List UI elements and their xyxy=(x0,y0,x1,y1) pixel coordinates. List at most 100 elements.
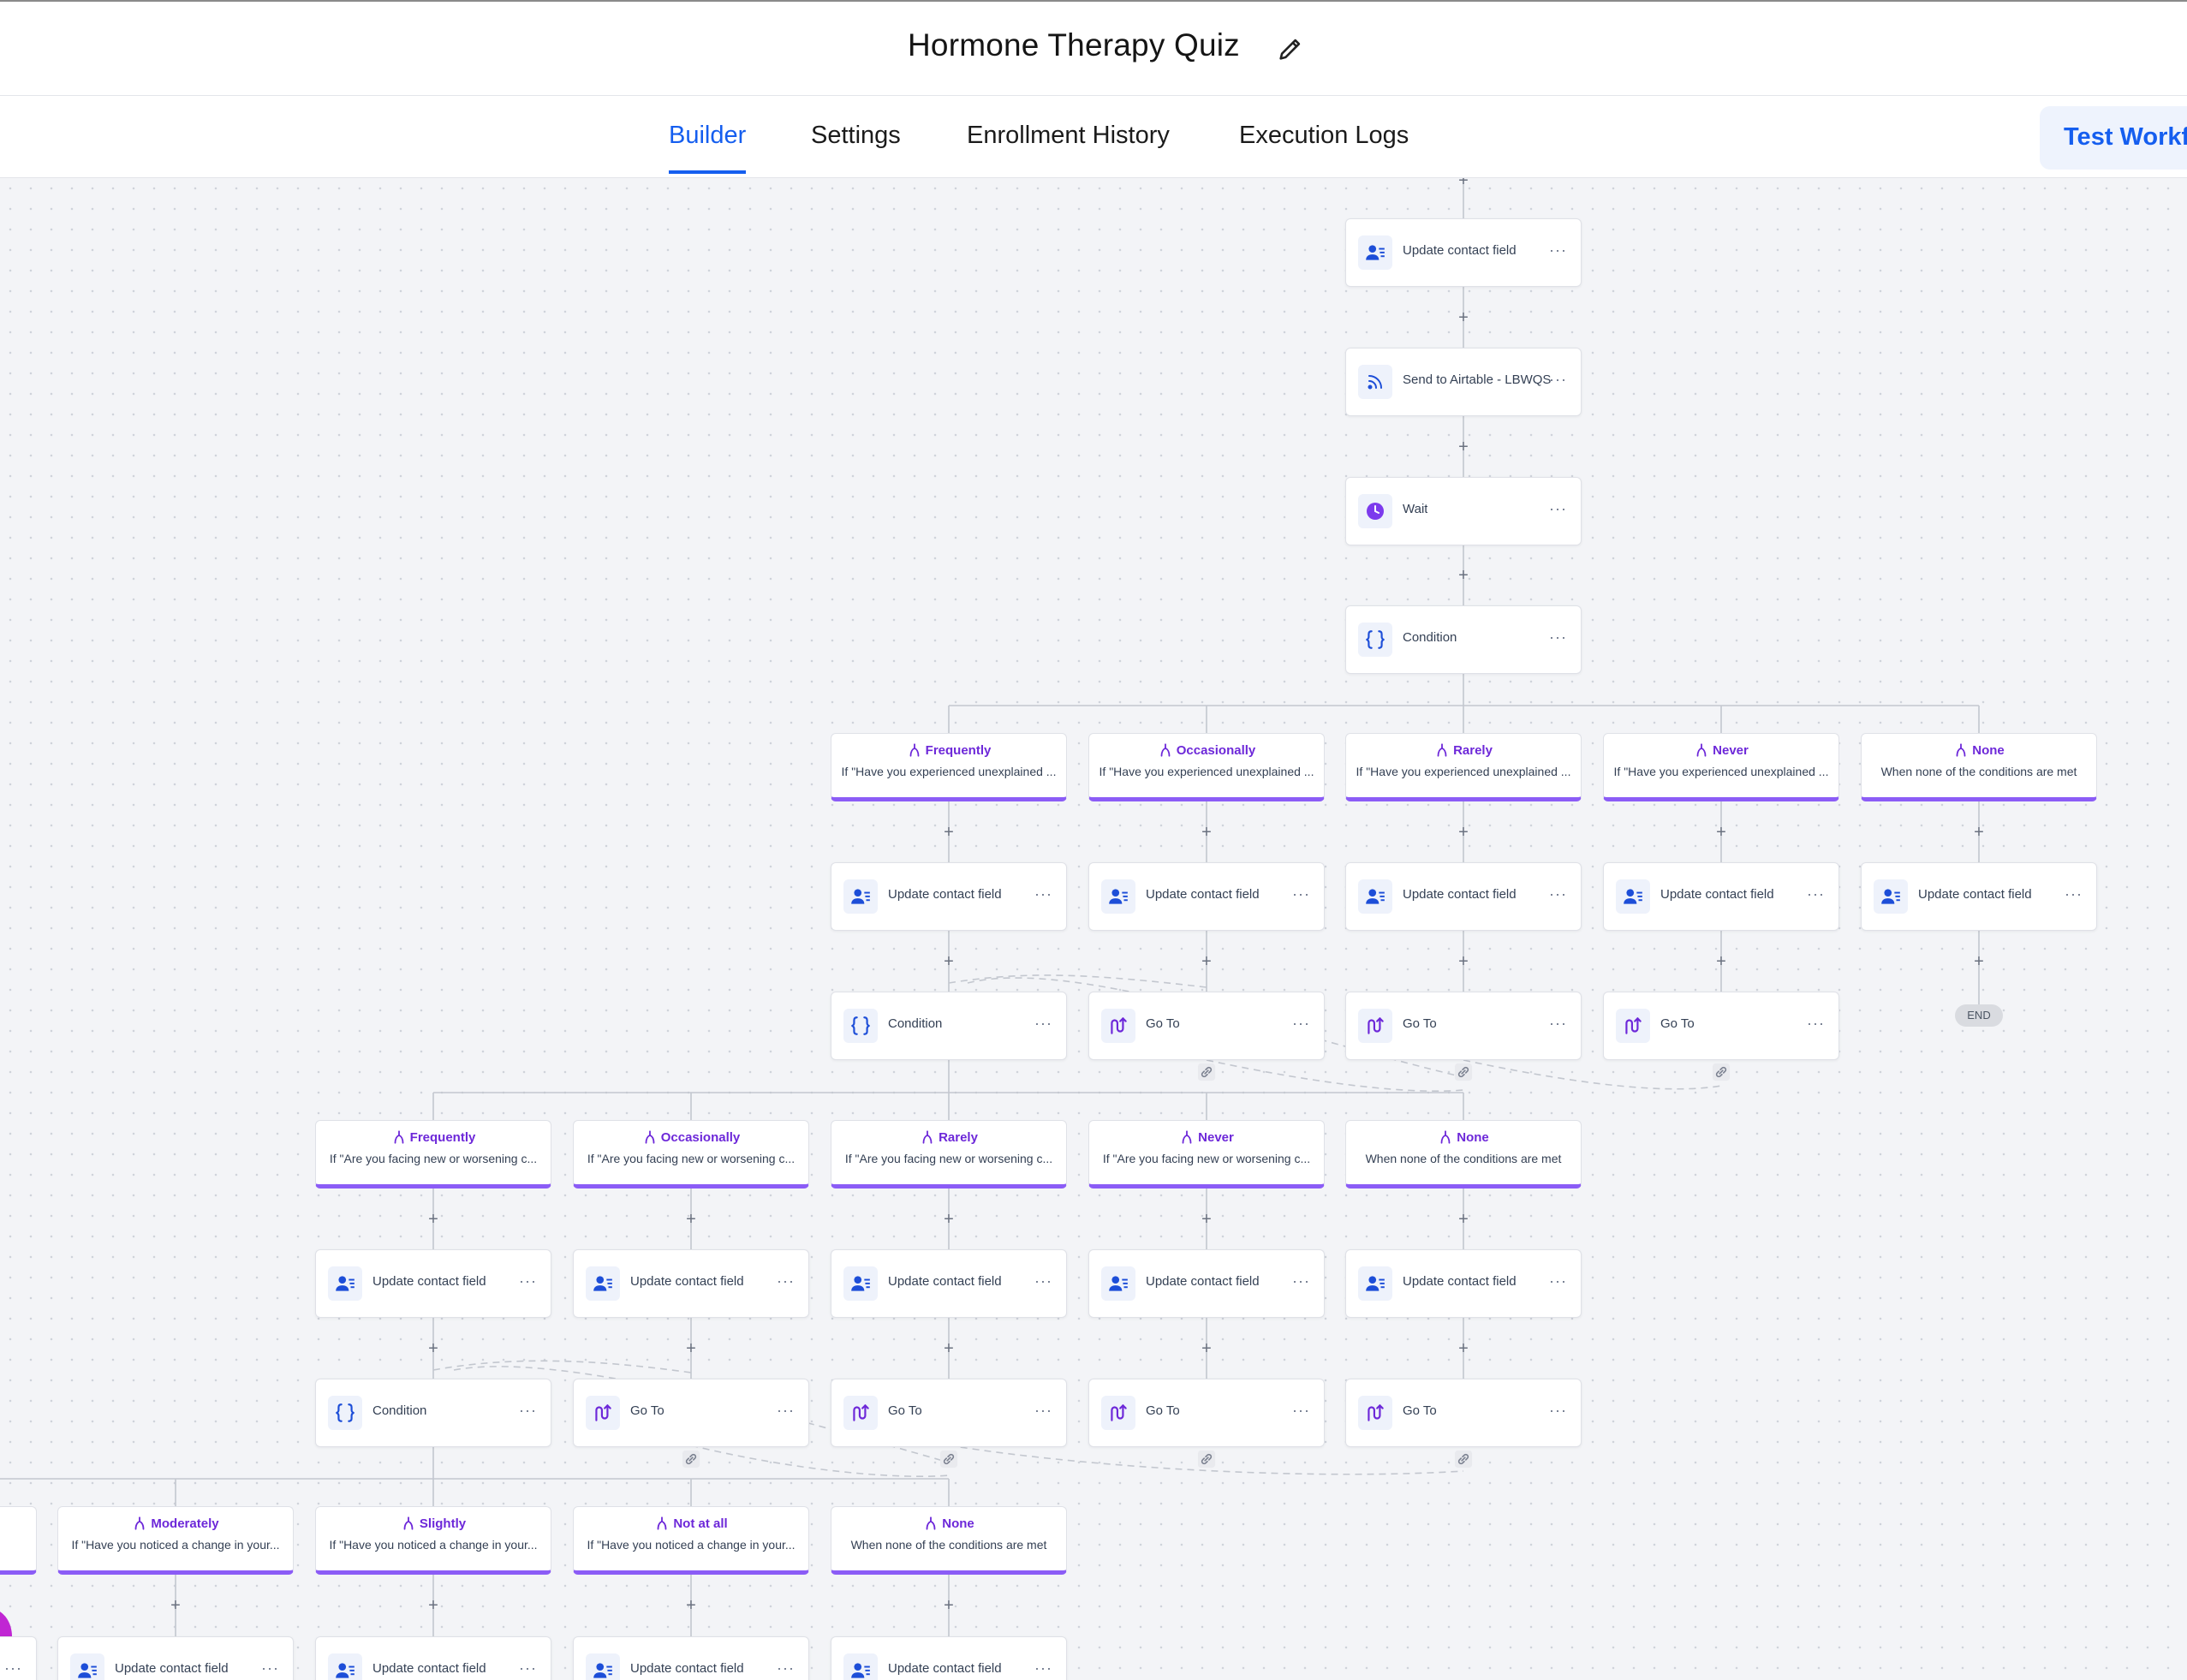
more-options-icon[interactable]: ··· xyxy=(1549,500,1567,517)
add-step-button[interactable]: + xyxy=(1201,1209,1212,1229)
unlink-icon[interactable] xyxy=(1454,1063,1473,1081)
add-step-button[interactable]: + xyxy=(428,1596,438,1615)
add-step-button[interactable]: + xyxy=(1201,1338,1212,1358)
tab-settings[interactable]: Settings xyxy=(811,122,901,149)
condition-node[interactable]: Condition··· xyxy=(831,992,1067,1060)
more-options-icon[interactable]: ··· xyxy=(777,1272,795,1290)
add-step-button[interactable]: + xyxy=(944,1596,954,1615)
branch-card[interactable]: our... xyxy=(0,1506,37,1575)
more-options-icon[interactable]: ··· xyxy=(1549,885,1567,903)
edit-title-button[interactable] xyxy=(1276,34,1307,65)
add-step-button[interactable]: + xyxy=(1201,822,1212,842)
add-step-button[interactable]: + xyxy=(944,951,954,971)
action-node[interactable]: Update contact field··· xyxy=(57,1636,294,1680)
tab-execution-logs[interactable]: Execution Logs xyxy=(1239,122,1409,149)
action-node[interactable]: Update contact field··· xyxy=(573,1636,809,1680)
condition-node[interactable]: Condition··· xyxy=(315,1379,551,1447)
add-step-button[interactable]: + xyxy=(1458,1209,1469,1229)
unlink-icon[interactable] xyxy=(939,1450,958,1469)
more-options-icon[interactable]: ··· xyxy=(1807,1015,1825,1032)
action-node[interactable]: Update contact field··· xyxy=(831,1249,1067,1318)
more-options-icon[interactable]: ··· xyxy=(1292,885,1310,903)
test-workflow-button[interactable]: Test Workf xyxy=(2040,106,2187,170)
action-node[interactable]: Send to Airtable - LBWQS··· xyxy=(1345,348,1582,416)
unlink-icon[interactable] xyxy=(682,1450,700,1469)
add-step-button[interactable]: + xyxy=(1716,822,1726,842)
action-node[interactable]: Update contact field··· xyxy=(1345,862,1582,931)
more-options-icon[interactable]: ··· xyxy=(519,1402,537,1419)
goto-node[interactable]: Go To··· xyxy=(1345,992,1582,1060)
add-step-button[interactable]: + xyxy=(1716,951,1726,971)
more-options-icon[interactable]: ··· xyxy=(1034,885,1052,903)
more-options-icon[interactable]: ··· xyxy=(4,1659,22,1677)
more-options-icon[interactable]: ··· xyxy=(519,1659,537,1677)
more-options-icon[interactable]: ··· xyxy=(777,1659,795,1677)
unlink-icon[interactable] xyxy=(1712,1063,1731,1081)
action-node[interactable]: Update contact field··· xyxy=(1345,218,1582,287)
goto-node[interactable]: Go To··· xyxy=(573,1379,809,1447)
add-step-button[interactable]: + xyxy=(1458,566,1469,585)
action-node[interactable]: Update contact field··· xyxy=(1345,1249,1582,1318)
add-step-button[interactable]: + xyxy=(686,1596,696,1615)
more-options-icon[interactable]: ··· xyxy=(1034,1272,1052,1290)
action-node[interactable]: ...··· xyxy=(0,1636,37,1680)
add-step-button[interactable]: + xyxy=(1458,1338,1469,1358)
action-node[interactable]: Update contact field··· xyxy=(1088,1249,1325,1318)
add-step-button[interactable]: + xyxy=(428,1338,438,1358)
more-options-icon[interactable]: ··· xyxy=(519,1272,537,1290)
more-options-icon[interactable]: ··· xyxy=(1034,1015,1052,1032)
more-options-icon[interactable]: ··· xyxy=(1549,371,1567,388)
more-options-icon[interactable]: ··· xyxy=(1292,1015,1310,1032)
tab-builder[interactable]: Builder xyxy=(669,122,747,174)
goto-node[interactable]: Go To··· xyxy=(1603,992,1839,1060)
condition-node[interactable]: Condition··· xyxy=(1345,605,1582,674)
goto-node[interactable]: Go To··· xyxy=(1345,1379,1582,1447)
goto-node[interactable]: Go To··· xyxy=(1088,992,1325,1060)
more-options-icon[interactable]: ··· xyxy=(1292,1272,1310,1290)
action-node[interactable]: Update contact field··· xyxy=(831,862,1067,931)
action-node[interactable]: Update contact field··· xyxy=(573,1249,809,1318)
add-step-button[interactable]: + xyxy=(1974,951,1984,971)
goto-node[interactable]: Go To··· xyxy=(831,1379,1067,1447)
tab-enrollment-history[interactable]: Enrollment History xyxy=(967,122,1170,149)
add-step-button[interactable]: + xyxy=(686,1338,696,1358)
action-node[interactable]: Update contact field··· xyxy=(315,1636,551,1680)
unlink-icon[interactable] xyxy=(1197,1063,1216,1081)
more-options-icon[interactable]: ··· xyxy=(1549,629,1567,646)
more-options-icon[interactable]: ··· xyxy=(1034,1659,1052,1677)
action-node[interactable]: Update contact field··· xyxy=(831,1636,1067,1680)
more-options-icon[interactable]: ··· xyxy=(777,1402,795,1419)
goto-node[interactable]: Go To··· xyxy=(1088,1379,1325,1447)
wait-node[interactable]: Wait··· xyxy=(1345,477,1582,545)
add-step-button[interactable]: + xyxy=(1458,951,1469,971)
more-options-icon[interactable]: ··· xyxy=(1549,1272,1567,1290)
action-node[interactable]: Update contact field··· xyxy=(1603,862,1839,931)
more-options-icon[interactable]: ··· xyxy=(1549,1402,1567,1419)
add-step-button[interactable]: + xyxy=(686,1209,696,1229)
more-options-icon[interactable]: ··· xyxy=(1292,1402,1310,1419)
add-step-button[interactable]: + xyxy=(944,1209,954,1229)
action-node[interactable]: Update contact field··· xyxy=(1861,862,2097,931)
add-step-button[interactable]: + xyxy=(944,822,954,842)
add-step-button[interactable]: + xyxy=(1201,951,1212,971)
action-node[interactable]: Update contact field··· xyxy=(1088,862,1325,931)
add-step-button[interactable]: + xyxy=(1458,437,1469,456)
action-node[interactable]: Update contact field··· xyxy=(315,1249,551,1318)
add-step-button[interactable]: + xyxy=(1974,822,1984,842)
add-step-button[interactable]: + xyxy=(944,1338,954,1358)
add-step-button[interactable]: + xyxy=(428,1209,438,1229)
